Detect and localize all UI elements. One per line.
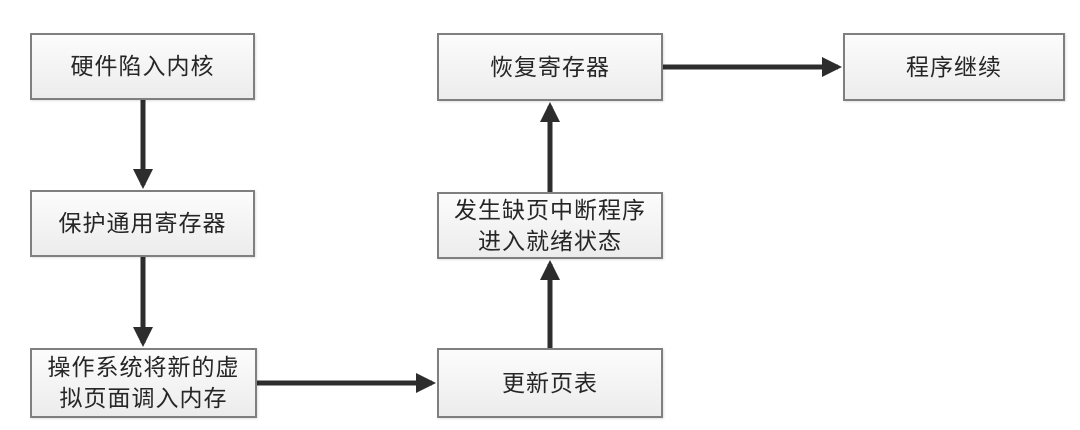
node-protect-general-registers: 保护通用寄存器 <box>30 190 255 257</box>
node-hardware-trap: 硬件陷入内核 <box>30 33 255 100</box>
node-label: 进入就绪状态 <box>478 227 622 254</box>
node-os-load-virtual-page: 操作系统将新的虚 拟页面调入内存 <box>30 348 257 418</box>
node-label: 发生缺页中断程序 <box>454 196 646 223</box>
node-label: 保护通用寄存器 <box>58 210 227 236</box>
node-page-fault-program-ready: 发生缺页中断程序 进入就绪状态 <box>437 192 663 259</box>
node-label: 硬件陷入内核 <box>70 53 215 79</box>
node-update-page-table: 更新页表 <box>437 348 663 418</box>
node-label: 更新页表 <box>502 369 598 396</box>
node-label: 程序继续 <box>906 53 1002 80</box>
node-restore-registers: 恢复寄存器 <box>437 33 663 101</box>
node-label: 操作系统将新的虚 <box>47 354 240 380</box>
node-label: 恢复寄存器 <box>490 53 610 80</box>
node-label: 拟页面调入内存 <box>59 385 228 411</box>
node-program-continues: 程序继续 <box>843 33 1065 101</box>
